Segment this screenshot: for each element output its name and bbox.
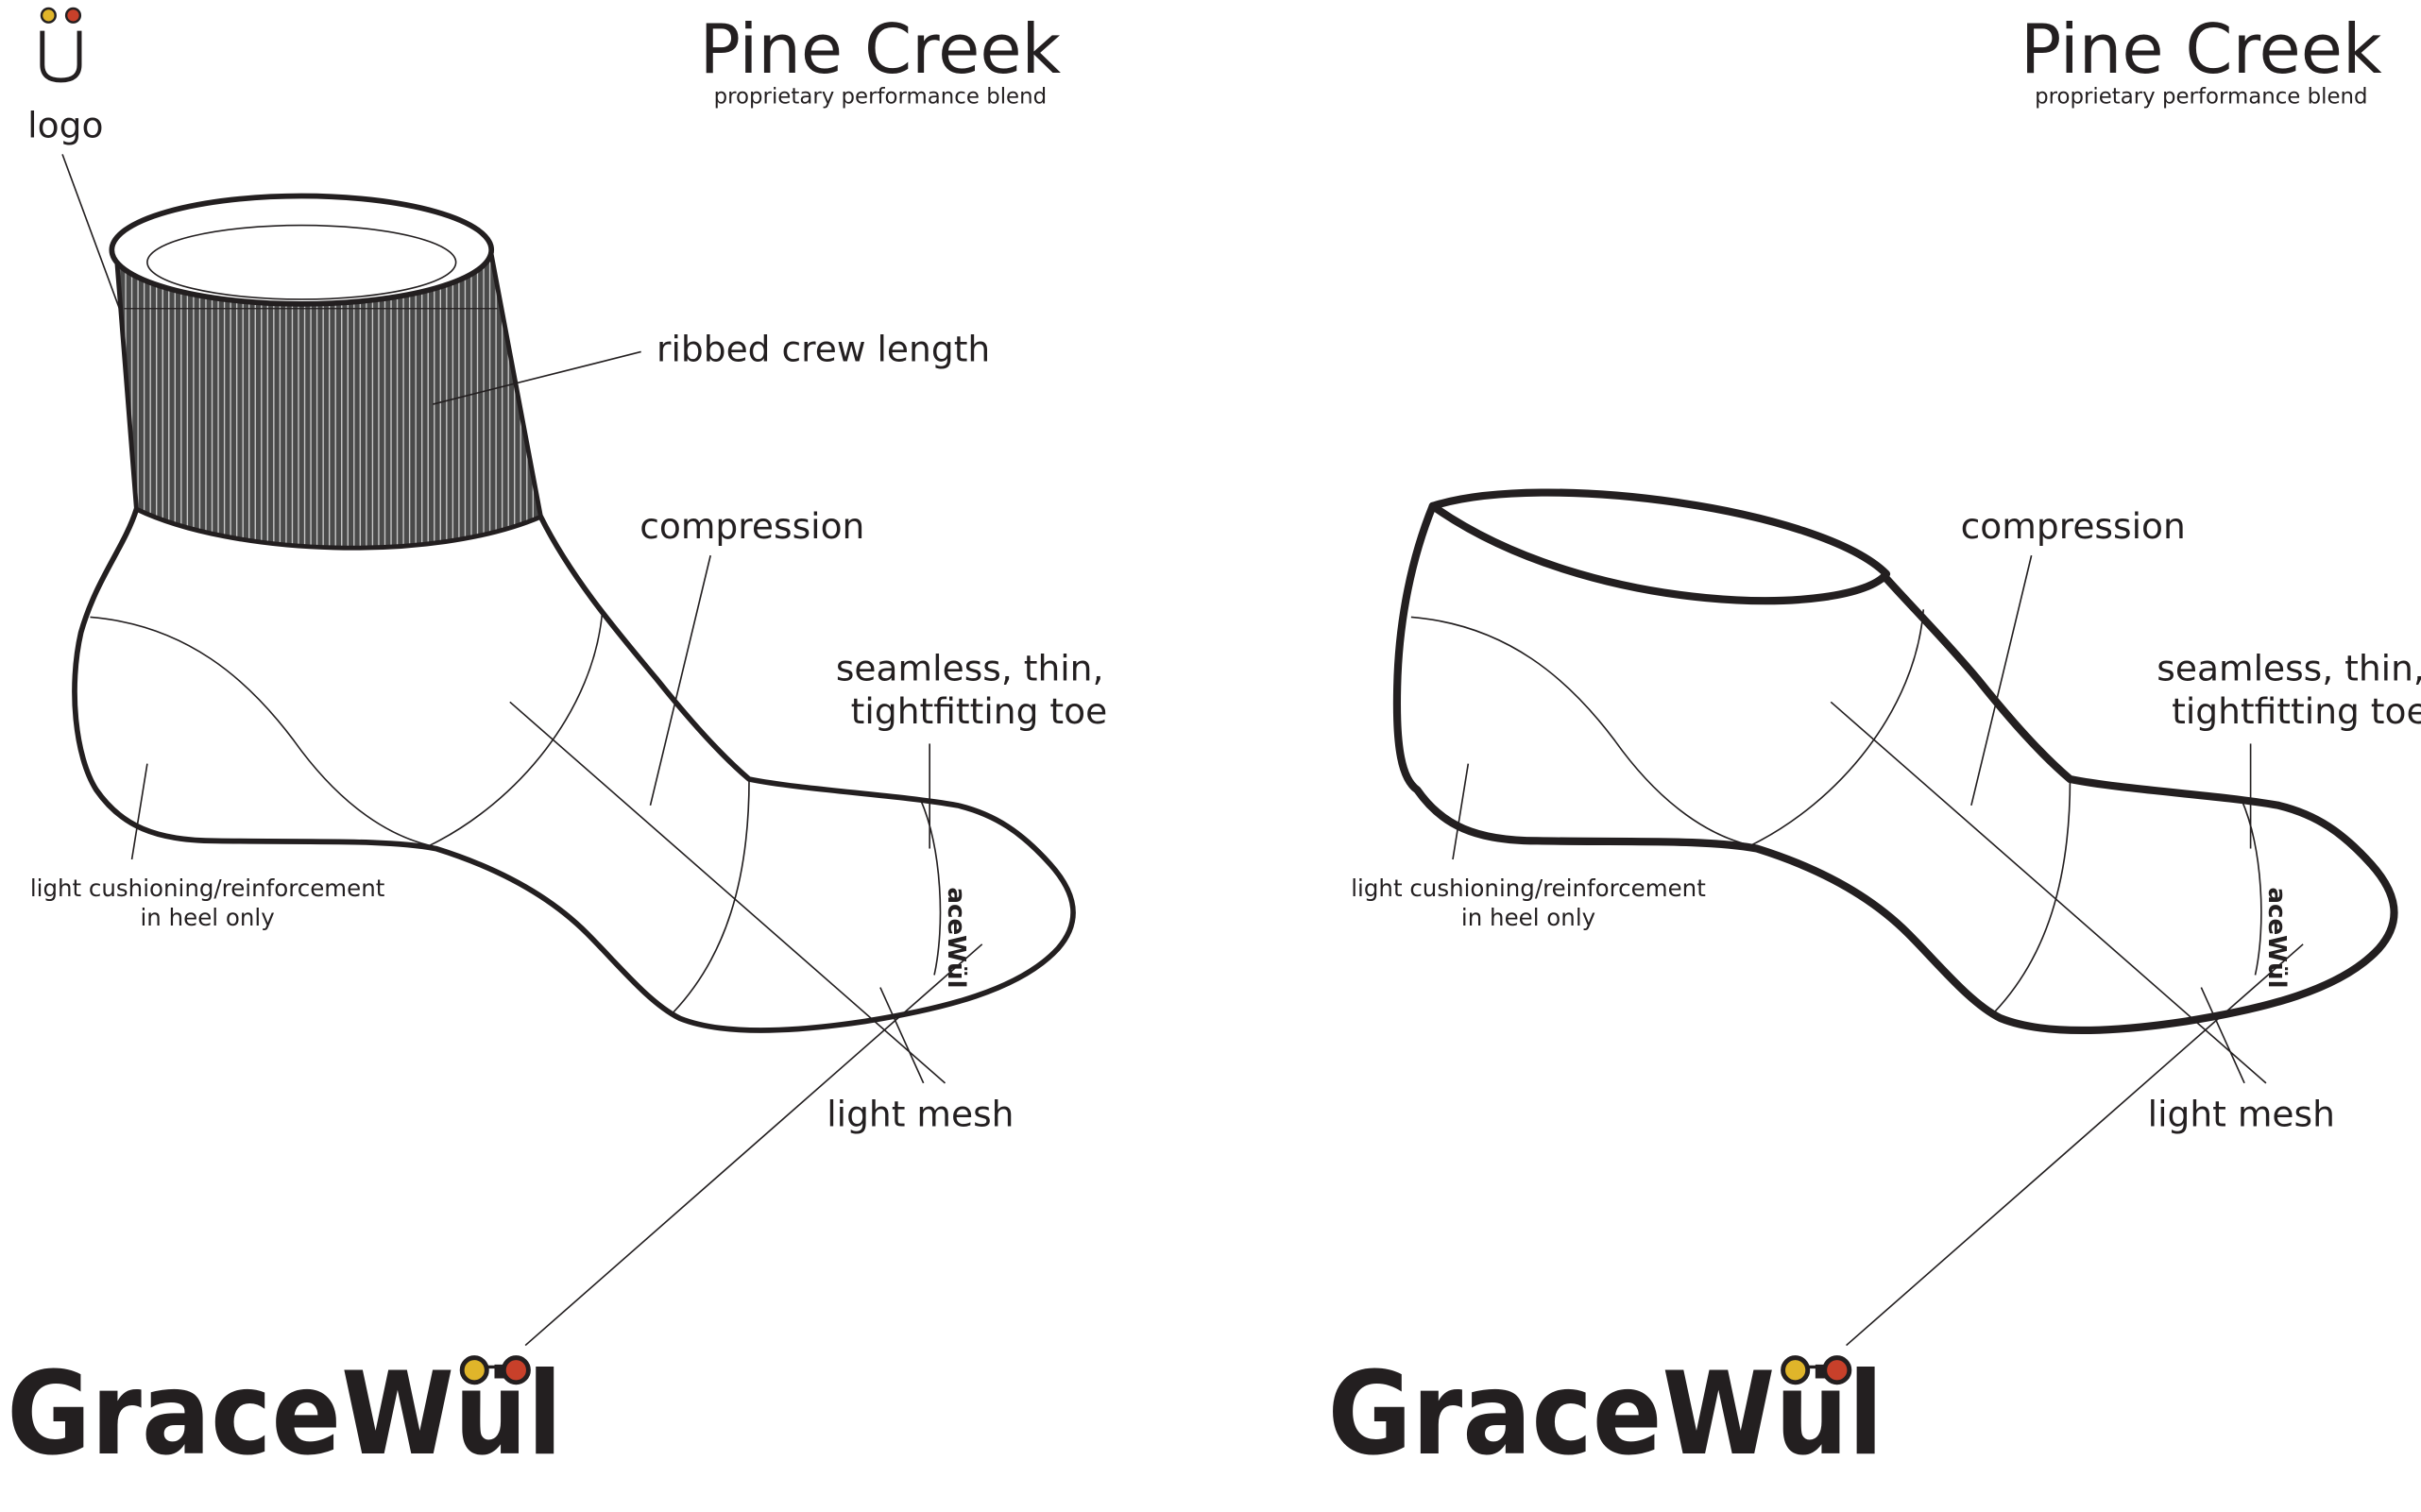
label-ribbed: ribbed crew length: [656, 328, 990, 369]
compression-leader: [649, 554, 711, 806]
product-title: Pine Creek: [700, 9, 1062, 89]
ribbed-cuff: [113, 252, 544, 551]
gracewul-logo: GraceWül: [7, 1348, 562, 1481]
cuff-inner-line: [146, 224, 457, 300]
toe-zone-line: [919, 798, 942, 976]
arch-zone-line: [429, 609, 604, 846]
label-compression: compression: [1961, 505, 2186, 547]
heel-leader: [130, 763, 148, 860]
cuff-opening: [109, 193, 495, 307]
sock-opening: [1428, 488, 1891, 605]
label-toe-2: tightfitting toe: [851, 690, 1108, 732]
toe-zone-line: [2241, 798, 2262, 976]
sock-body-outline: [1392, 501, 2398, 1035]
label-compression: compression: [639, 505, 864, 547]
brand-leader: [524, 943, 983, 1347]
product-subtitle: proprietary performance blend: [2035, 84, 2367, 109]
toe-brand-mark: aceWül: [942, 887, 970, 988]
logo-label: logo: [27, 104, 103, 145]
heel-zone-line: [1410, 616, 1751, 847]
label-mesh: light mesh: [2148, 1094, 2335, 1135]
panel-low-sock: Pine Creek proprietary performance blend…: [1328, 9, 2421, 1481]
product-title: Pine Creek: [2020, 9, 2382, 89]
label-heel-2: in heel only: [1461, 904, 1595, 931]
label-heel-1: light cushioning/reinforcement: [30, 875, 385, 902]
mesh-leader-2: [2200, 987, 2245, 1084]
label-heel-1: light cushioning/reinforcement: [1351, 875, 1706, 902]
toe-brand-mark: aceWül: [2262, 887, 2291, 988]
product-subtitle: proprietary performance blend: [714, 84, 1047, 109]
mesh-leader-2: [879, 987, 925, 1084]
compression-leader: [1970, 554, 2033, 806]
label-toe-1: seamless, thin,: [836, 647, 1104, 688]
arch-zone-line: [1749, 609, 1925, 846]
label-mesh: light mesh: [827, 1094, 1014, 1135]
mesh-leader-1: [1830, 701, 2267, 1084]
forefoot-zone-line: [673, 779, 750, 1013]
heel-zone-line: [90, 616, 431, 847]
small-logo-icon: [40, 7, 82, 83]
brand-leader: [1846, 943, 2304, 1347]
heel-leader: [1452, 763, 1470, 860]
sock-body-outline: [72, 506, 1076, 1033]
label-heel-2: in heel only: [141, 904, 275, 931]
label-toe-2: tightfitting toe: [2172, 690, 2421, 732]
label-toe-1: seamless, thin,: [2157, 647, 2421, 688]
forefoot-zone-line: [1993, 779, 2071, 1013]
ribbed-leader: [432, 350, 641, 405]
panel-crew-sock: logo Pine Creek proprietary performance …: [7, 7, 1108, 1481]
gracewul-logo: GraceWül: [1328, 1348, 1884, 1481]
mesh-leader-1: [509, 701, 946, 1084]
